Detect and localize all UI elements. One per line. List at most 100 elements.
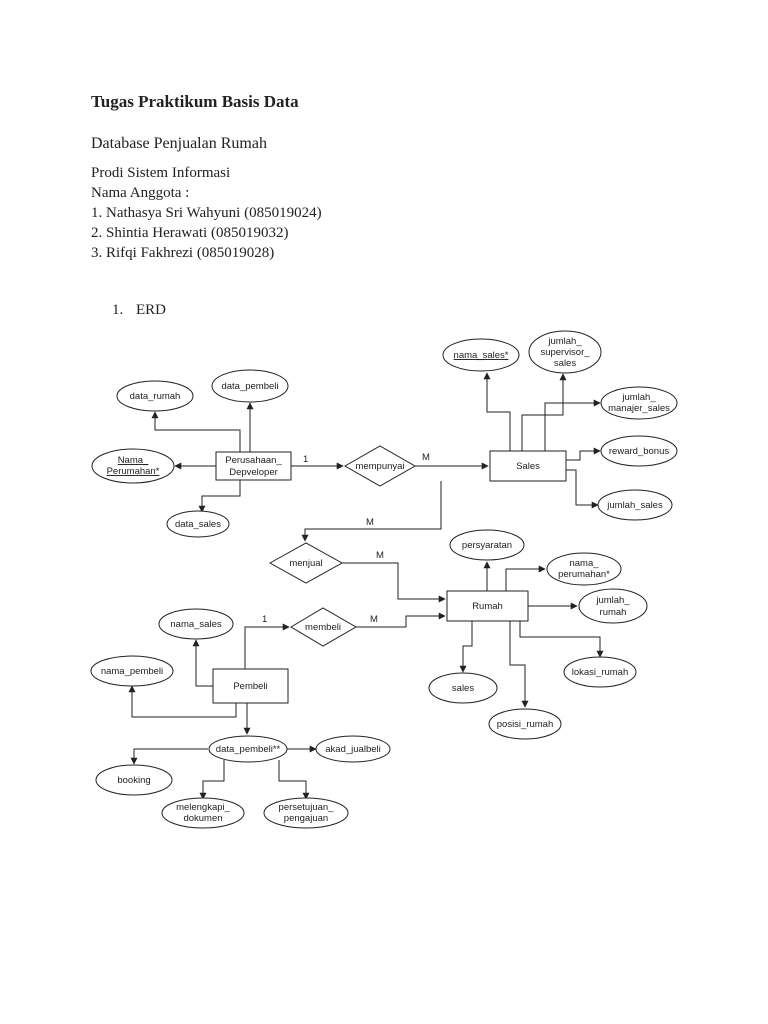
document-subtitle: Database Penjualan Rumah (91, 135, 267, 152)
erd-connectors (128, 372, 604, 800)
attribute-label: nama_ (569, 558, 599, 569)
attribute-persyaratan: persyaratan (449, 529, 525, 561)
attribute-reward-bonus: reward_bonus (600, 435, 678, 467)
cardinality-label: 1 (303, 454, 308, 465)
entity-label: Depveloper (229, 467, 278, 478)
attribute-label: melengkapi_ (176, 802, 231, 813)
attribute-akad-jualbeli: akad_jualbeli (315, 735, 391, 763)
attribute-nama-sales: nama_sales (158, 608, 234, 640)
attribute-label: posisi_rumah (497, 719, 554, 730)
document-title: Tugas Praktikum Basis Data (91, 92, 299, 111)
connector-nama-sales (192, 639, 213, 687)
attribute-sales: sales (428, 672, 498, 704)
attribute-nama-perumahan-pk: Nama_ Perumahan* (91, 448, 175, 484)
connector-sales-menjual (301, 481, 442, 542)
attribute-label: reward_bonus (609, 446, 669, 457)
entity-perusahaan: Perusahaan_ Depveloper (215, 451, 292, 481)
attribute-label: nama_sales (170, 619, 221, 630)
attribute-label: sales (554, 358, 576, 369)
connector-melengkapi (199, 760, 225, 800)
attribute-label: persetujuan_ (279, 802, 335, 813)
connector-menjual-rumah (342, 562, 446, 603)
member-1: 1. Nathasya Sri Wahyuni (085019024) (91, 205, 322, 221)
connector-pembeli-membeli (244, 623, 290, 669)
attribute-booking: booking (95, 764, 173, 796)
connector-membeli-rumah (356, 612, 446, 628)
connector-jumlah-supervisor (521, 373, 567, 451)
attribute-jumlah-supervisor-sales: jumlah_ supervisor_ sales (528, 330, 602, 374)
attribute-data-rumah: data_rumah (116, 380, 194, 412)
connector-sales-attr (459, 621, 473, 673)
member-3: 3. Rifqi Fakhrezi (085019028) (91, 245, 275, 261)
attribute-label: pengajuan (284, 813, 328, 824)
attribute-nama-perumahan-fk: nama_ perumahan* (546, 552, 622, 586)
connector-jumlah-sales (566, 469, 599, 509)
cardinality-label: M (376, 550, 384, 561)
attribute-jumlah-rumah: jumlah_ rumah (578, 588, 648, 624)
entity-label: Perusahaan_ (225, 455, 282, 466)
attribute-data-pembeli: data_pembeli (211, 369, 289, 403)
attribute-label: lokasi_rumah (572, 667, 629, 678)
connector-nama-perumahan-fk (505, 565, 546, 591)
section-number: 1. (112, 302, 124, 318)
entity-label: Rumah (472, 601, 503, 612)
cardinality-label: M (366, 517, 374, 528)
section-heading: 1. ERD (112, 302, 166, 319)
cardinality-label: M (370, 614, 378, 625)
attribute-label: Nama_ (118, 455, 149, 466)
attribute-posisi-rumah: posisi_rumah (488, 708, 562, 740)
connector-data-sales (198, 480, 241, 513)
attribute-label: perumahan* (558, 569, 610, 580)
attribute-label: data_rumah (130, 391, 181, 402)
relationship-membeli: membeli (290, 607, 358, 647)
connector-data-rumah (151, 411, 241, 452)
relationship-mempunyai: mempunyai (343, 445, 417, 487)
attribute-label: jumlah_sales (606, 500, 663, 511)
section-title: ERD (136, 302, 166, 318)
connector-posisi-rumah (509, 621, 529, 708)
attribute-persetujuan-pengajuan: persetujuan_ pengajuan (263, 797, 349, 829)
connector-booking (130, 748, 208, 765)
attribute-label: jumlah_ (547, 336, 582, 347)
attribute-label: sales (452, 683, 474, 694)
cardinality-label: M (422, 452, 430, 463)
attribute-label: Perumahan* (107, 466, 160, 477)
connector-nama-sales-pk (483, 372, 511, 451)
connector-jumlah-manajer (544, 399, 601, 451)
entity-pembeli: Pembeli (212, 668, 289, 704)
attribute-label: data_pembeli** (216, 744, 281, 755)
connector-reward-bonus (566, 447, 601, 461)
attribute-lokasi-rumah: lokasi_rumah (563, 656, 637, 688)
attribute-label: booking (117, 775, 150, 786)
entity-label: Sales (516, 461, 540, 472)
attribute-jumlah-manajer-sales: jumlah_ manajer_sales (600, 386, 678, 420)
attribute-label: supervisor_ (540, 347, 590, 358)
members-heading: Nama Anggota : (91, 185, 190, 201)
attribute-label: jumlah_ (621, 392, 656, 403)
attribute-label: jumlah_ (595, 595, 630, 606)
connector-persetujuan (278, 760, 310, 800)
attribute-label: manajer_sales (608, 403, 670, 414)
connector-nama-pembeli (128, 685, 237, 718)
author-info: Prodi Sistem Informasi Nama Anggota : 1.… (91, 163, 322, 263)
attribute-nama-sales-pk: nama_sales* (442, 338, 520, 372)
relationship-label: membeli (305, 622, 341, 633)
attribute-label: akad_jualbeli (325, 744, 380, 755)
attribute-data-sales: data_sales (166, 510, 230, 538)
attribute-nama-pembeli: nama_pembeli (90, 655, 174, 687)
relationship-label: mempunyai (355, 461, 404, 472)
attribute-melengkapi-dokumen: melengkapi_ dokumen (161, 797, 245, 829)
entity-label: Pembeli (233, 681, 267, 692)
attribute-label: nama_sales* (454, 350, 509, 361)
attribute-label: dokumen (183, 813, 222, 824)
attribute-label: rumah (600, 607, 627, 618)
cardinality-label: 1 (262, 614, 267, 625)
attribute-label: persyaratan (462, 540, 512, 551)
relationship-label: menjual (289, 558, 322, 569)
attribute-jumlah-sales: jumlah_sales (597, 489, 673, 521)
relationship-menjual: menjual (268, 542, 344, 584)
entity-sales: Sales (489, 450, 567, 482)
attribute-label: data_pembeli (221, 381, 278, 392)
member-2: 2. Shintia Herawati (085019032) (91, 225, 289, 241)
